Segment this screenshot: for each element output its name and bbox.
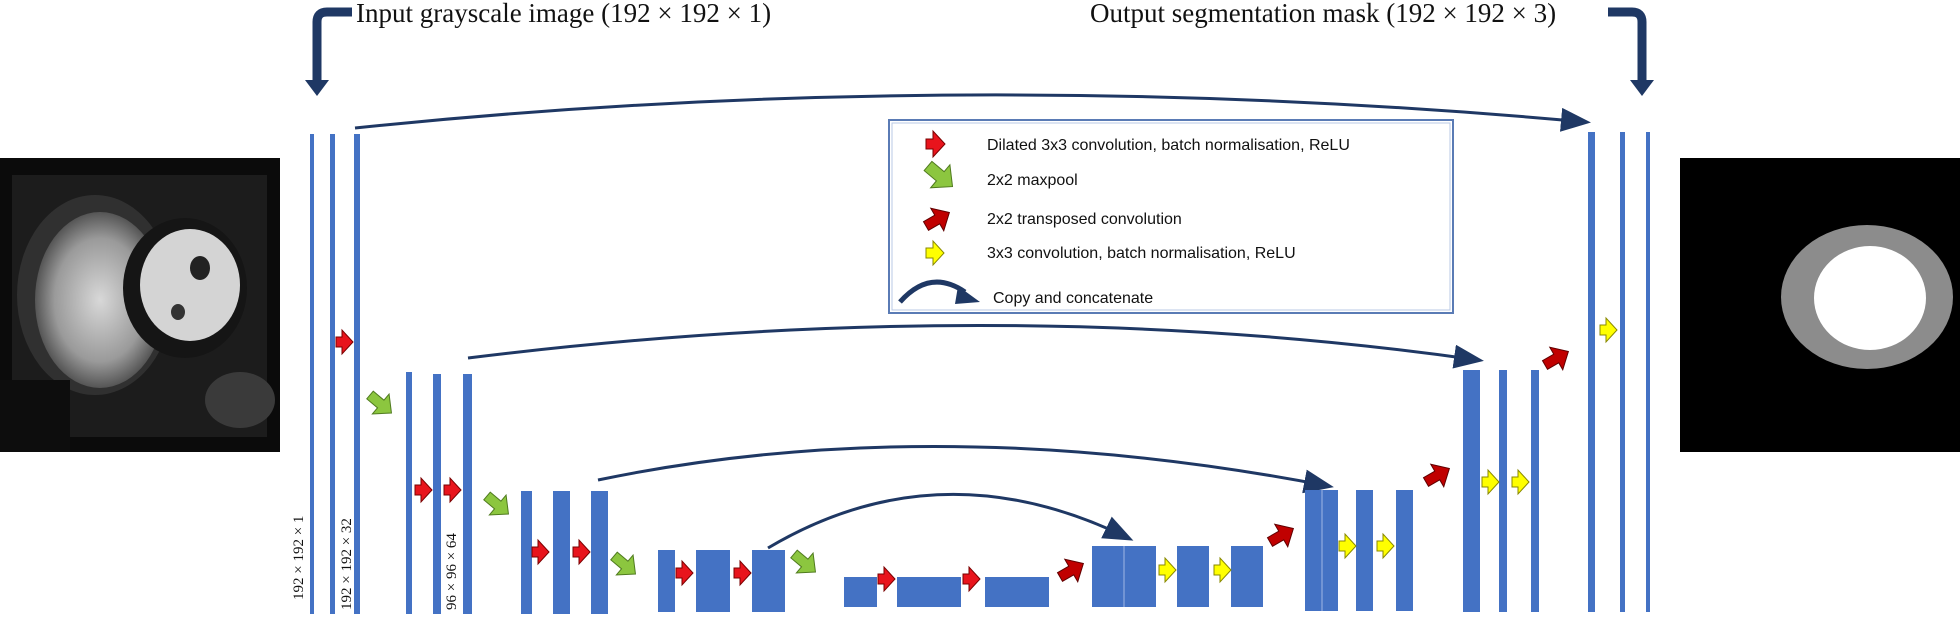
feature-map-block	[658, 550, 675, 612]
feature-map-block	[1588, 132, 1595, 612]
skip-connection-level4	[767, 492, 1134, 550]
encoder	[310, 134, 785, 614]
feature-map-block	[752, 550, 785, 612]
green-arrow-icon	[366, 390, 393, 415]
red-arrow-icon	[675, 559, 694, 587]
feature-map-block	[844, 577, 877, 607]
output-bend-arrowhead-icon	[1630, 80, 1654, 96]
yellow-arrow-icon	[1213, 556, 1232, 584]
dim-label-level2: 96 × 96 × 64	[444, 533, 460, 610]
feature-map-block	[1531, 370, 1539, 612]
yellow-arrow-icon	[1338, 532, 1357, 560]
skip-connection-level1	[354, 93, 1591, 132]
feature-map-block	[591, 491, 608, 614]
yellow-arrow-icon	[925, 239, 945, 267]
yellow-arrow-icon	[1158, 556, 1177, 584]
output-title: Output segmentation mask (192 × 192 × 3)	[1090, 0, 1557, 28]
feature-map-block	[310, 134, 314, 614]
feature-map-block	[463, 374, 472, 614]
green-arrow-icon	[483, 491, 510, 516]
dark-red-arrow-icon	[1266, 523, 1295, 549]
feature-map-block	[1463, 370, 1480, 612]
dark-red-arrow-icon	[1056, 558, 1085, 584]
feature-map-block	[330, 134, 335, 614]
red-arrow-icon	[962, 565, 981, 593]
input-title: Input grayscale image (192 × 192 × 1)	[356, 0, 772, 28]
yellow-arrow-icon	[1599, 316, 1618, 344]
feature-map-block	[1092, 546, 1124, 607]
feature-map-block	[1231, 546, 1263, 607]
decoder	[1092, 132, 1650, 612]
input-bend-arrowhead-icon	[305, 80, 329, 96]
output-segmentation-mask	[1680, 158, 1960, 452]
dim-label-level1: 192 × 192 × 32	[339, 518, 355, 610]
red-arrow-icon	[414, 476, 433, 504]
red-arrow-icon	[443, 476, 462, 504]
feature-map-block	[1620, 132, 1625, 612]
green-arrow-icon	[923, 160, 954, 189]
legend-label: Copy and concatenate	[993, 290, 1153, 307]
feature-map-block	[1396, 490, 1413, 611]
skip-connection-level2	[467, 324, 1484, 369]
feature-map-block	[406, 372, 412, 614]
red-arrow-icon	[335, 328, 354, 356]
green-arrow-icon	[610, 551, 637, 576]
legend: Dilated 3x3 convolution, batch normalisa…	[888, 119, 1454, 314]
legend-box	[888, 119, 1454, 314]
yellow-arrow-icon	[1481, 468, 1500, 496]
feature-map-block	[1322, 490, 1338, 611]
green-arrow-icon	[790, 549, 817, 574]
feature-map-block	[553, 491, 570, 614]
dark-red-arrow-icon	[922, 207, 951, 233]
feature-map-block	[897, 577, 961, 607]
yellow-arrow-icon	[1511, 468, 1530, 496]
feature-map-block	[433, 374, 441, 614]
feature-map-block	[1177, 546, 1209, 607]
yellow-arrow-icon	[1376, 532, 1395, 560]
dark-red-arrow-icon	[1422, 463, 1451, 489]
dark-red-arrow-icon	[1541, 346, 1570, 372]
legend-label: Dilated 3x3 convolution, batch normalisa…	[987, 137, 1350, 154]
legend-label: 2x2 transposed convolution	[987, 211, 1182, 228]
feature-map-block	[1499, 370, 1507, 612]
output-bend-arrow-icon	[1608, 7, 1647, 82]
dim-label-input: 192 × 192 × 1	[291, 516, 307, 600]
feature-map-block	[1124, 546, 1156, 607]
feature-map-block	[985, 577, 1049, 607]
legend-label: 2x2 maxpool	[987, 172, 1078, 189]
bottleneck	[844, 577, 1049, 607]
red-arrow-icon	[877, 565, 896, 593]
feature-map-block	[696, 550, 730, 612]
red-arrow-icon	[733, 559, 752, 587]
legend-label: 3x3 convolution, batch normalisation, Re…	[987, 245, 1296, 262]
operations	[335, 316, 1618, 593]
skip-connection-level3	[597, 444, 1334, 494]
red-arrow-icon	[572, 538, 591, 566]
input-mri-image	[0, 158, 280, 452]
feature-map-block	[1646, 132, 1650, 612]
feature-map-block	[521, 491, 532, 614]
red-arrow-icon	[531, 538, 550, 566]
feature-map-block	[354, 134, 360, 614]
red-arrow-icon	[925, 129, 946, 159]
input-bend-arrow-icon	[312, 7, 352, 82]
feature-map-block	[1356, 490, 1373, 611]
curved-arrowhead-icon	[955, 286, 980, 304]
feature-map-block	[1305, 490, 1322, 611]
